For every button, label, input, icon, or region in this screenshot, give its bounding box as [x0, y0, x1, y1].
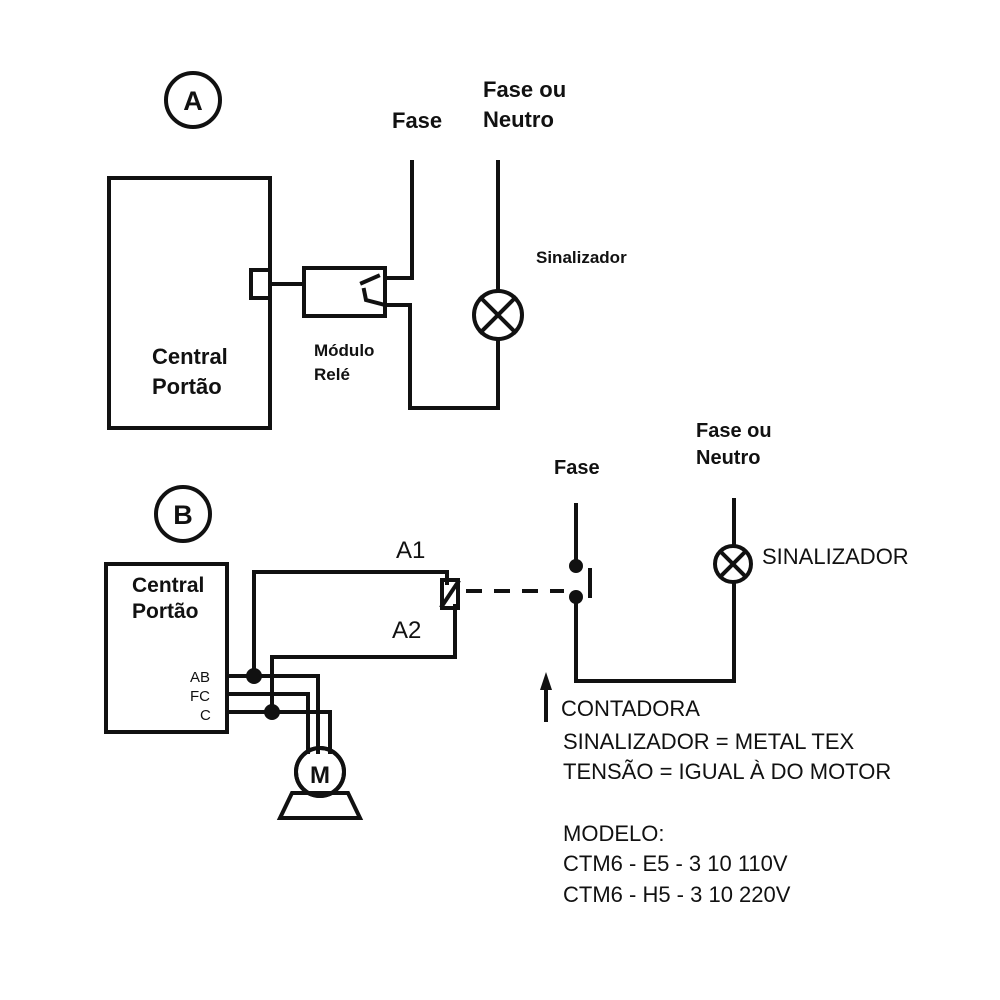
section-b-central-box [104, 562, 229, 734]
motor-icon [276, 746, 364, 820]
contactor-coil-icon [439, 578, 461, 610]
section-b-lamp-label: SINALIZADOR [762, 544, 909, 569]
motor-label: M [310, 762, 330, 789]
wire-a1 [252, 570, 449, 678]
terminal-ab-label: AB [190, 669, 210, 686]
arrow-up-icon [540, 672, 552, 722]
section-a-marker-circle [164, 71, 222, 129]
section-a-central-label-1: Central [152, 344, 228, 369]
section-a: A Central Portão Módulo Relé Fase Fase o… [107, 71, 627, 430]
section-b: B Central Portão AB FC C A1 A2 [104, 420, 909, 907]
section-a-central-label-2: Portão [152, 374, 222, 399]
wire-a2 [270, 604, 457, 714]
terminal-c-label: C [200, 707, 211, 724]
section-a-relay-box [302, 266, 387, 318]
section-b-central-label-2: Portão [132, 600, 199, 623]
note-model-220v: CTM6 - H5 - 3 10 220V [563, 882, 791, 907]
coil-a2-label: A2 [392, 617, 421, 644]
wire-c [225, 710, 332, 754]
section-a-relay-label-2: Relé [314, 365, 350, 384]
note-model-110v: CTM6 - E5 - 3 10 110V [563, 851, 788, 876]
section-a-relay-contact [359, 273, 381, 286]
contact-terminal-top [569, 559, 583, 573]
section-a-relay-wire-bottom [361, 287, 412, 307]
note-contadora: CONTADORA [561, 696, 700, 721]
note-modelo: MODELO: [563, 821, 664, 846]
section-a-central-box [107, 176, 272, 430]
coil-a1-label: A1 [396, 537, 425, 564]
section-a-lamp-icon [472, 289, 524, 341]
terminal-fc-label: FC [190, 688, 210, 705]
wire-fc [225, 692, 310, 754]
section-b-return-line [574, 581, 736, 683]
section-a-fase-neutro-label-2: Neutro [483, 107, 554, 132]
note-sinalizador: SINALIZADOR = METAL TEX [563, 729, 854, 754]
section-a-connector [249, 268, 272, 300]
section-b-fase-label: Fase [554, 457, 600, 479]
section-b-fase-neutro-label-2: Neutro [696, 447, 760, 469]
junction-ab [246, 668, 262, 684]
section-a-lamp-label: Sinalizador [536, 248, 627, 267]
section-a-return-line [408, 303, 500, 410]
section-b-marker-circle [154, 485, 212, 543]
section-a-marker: A [183, 86, 203, 116]
section-a-fase-neutro-label-1: Fase ou [483, 77, 566, 102]
section-a-fase-label: Fase [392, 108, 442, 133]
section-a-relay-label-1: Módulo [314, 341, 374, 360]
junction-c [264, 704, 280, 720]
section-b-central-label-1: Central [132, 574, 204, 597]
section-b-fase-neutro-label-1: Fase ou [696, 420, 772, 442]
section-b-lamp-icon [713, 544, 753, 584]
note-tensao: TENSÃO = IGUAL À DO MOTOR [563, 759, 891, 784]
section-b-marker: B [173, 500, 193, 530]
